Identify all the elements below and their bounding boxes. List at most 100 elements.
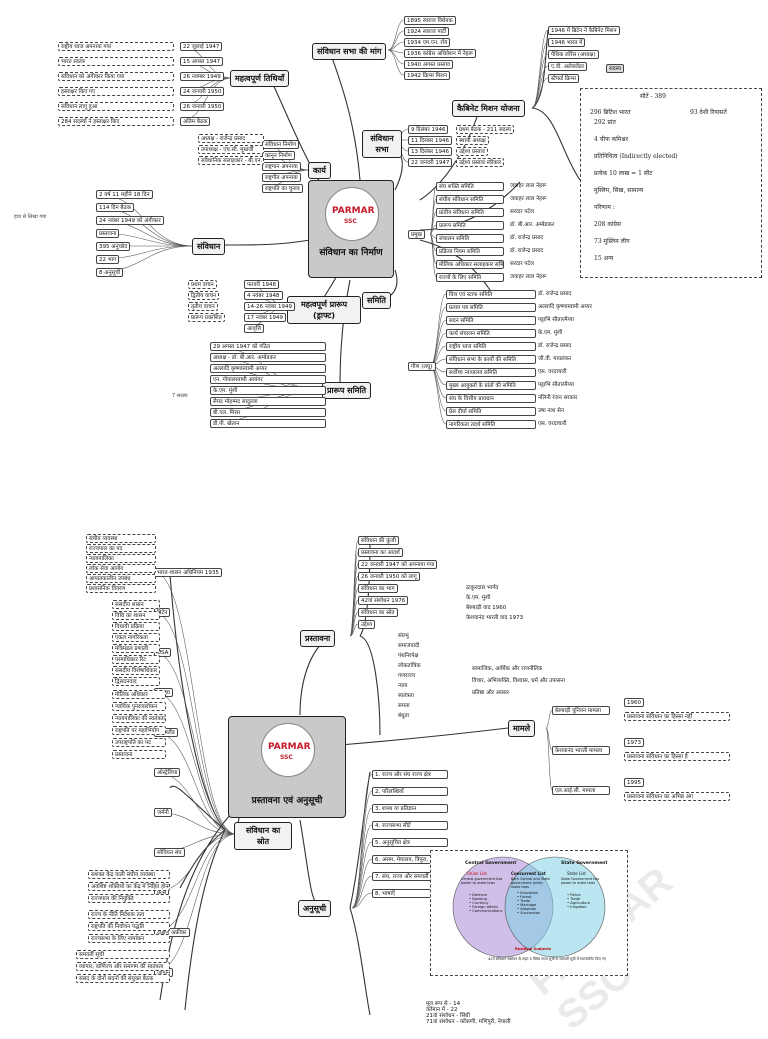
connector-line <box>387 49 405 76</box>
connector-line <box>349 539 359 637</box>
preamble-keyword: स्वतंत्रता <box>398 692 414 699</box>
date-note: 284 सदस्यों ने हस्ताक्षर किए <box>58 117 174 127</box>
venn-item: • Irrigation <box>567 905 587 909</box>
connector-line <box>545 727 553 751</box>
venn-item: • Agriculture <box>567 901 591 905</box>
committee-minor-chair: के.एम. मुंशी <box>538 329 563 336</box>
committee-major-item: संचालन समिति <box>436 234 504 244</box>
connector-line <box>429 365 447 412</box>
notes-line: परिणाम : <box>594 204 615 211</box>
constitution-item: 24 नवंबर 1949 को अंगीकार <box>96 216 164 226</box>
branch-constitution: संविधान <box>192 238 226 255</box>
source-item: संसद के दोनों सदनों की संयुक्त बैठक <box>76 974 170 984</box>
committee-major-chair: सरदार पटेल <box>510 260 534 267</box>
source-item: समवर्ती सूची <box>76 950 170 960</box>
center-node-2: PARMAR SSC प्रस्तावना एवं अनुसूची <box>228 716 346 818</box>
draft-item: 4 नवंबर 1948 <box>244 291 283 301</box>
committee-major-chair: जवाहर लाल नेहरू <box>510 273 547 280</box>
preamble-keyword: पंथनिरपेक्ष <box>398 652 419 659</box>
connector-line <box>351 790 373 909</box>
notes-line: 15 अन्य <box>594 255 614 262</box>
committee-major: प्रमुख <box>408 230 425 240</box>
connector-line <box>351 841 373 909</box>
venn-item: • Foreign affairs <box>469 905 498 909</box>
venn-caption: 42वें संविधान संशोधन के तहत 5 विषय राज्य… <box>488 957 606 961</box>
notes-box <box>580 88 762 278</box>
connector-line <box>531 65 549 109</box>
source-item: मंत्रिमंडल प्रणाली <box>112 644 160 654</box>
committee-major-item: संघ शक्ति समिति <box>436 182 504 192</box>
committee-major-item: राज्यों के लिए समिति <box>436 273 504 283</box>
source-item: विधि का शासन <box>112 611 160 621</box>
connector-line <box>429 198 437 235</box>
logo-sub: SSC <box>344 218 357 225</box>
draft-note: प्रथम वाचन <box>188 280 217 290</box>
drafting-item: एन. गोपालस्वामी आयंगर <box>210 375 326 385</box>
source-country: ऑस्ट्रेलिया <box>154 768 181 778</box>
constitution-item: 2 वर्ष 11 महीने 18 दिन <box>96 190 153 200</box>
venn-item: • Police <box>567 893 581 897</box>
notes-line: 296 ब्रिटिश भारत <box>590 109 631 116</box>
connector-line <box>349 611 359 637</box>
connector-line <box>429 224 437 235</box>
connector-line <box>545 709 553 729</box>
venn-diagram <box>452 856 606 958</box>
cabinet-item: 1946 में ब्रिटेन ने कैबिनेट मिशन <box>548 26 620 36</box>
committee-minor-chair: एस. वरदाचारी <box>538 368 567 375</box>
committee-major-item: संघीय संविधान समिति <box>436 195 504 205</box>
constitution-item: 395 अनुच्छेद <box>96 242 131 252</box>
source-item: राष्ट्रपति पर महाभियोग <box>112 726 166 736</box>
source-item: राज्यपाल की नियुक्ति <box>88 894 170 904</box>
committee-minor-item: मुख्य आयुक्तों के प्रांतों की समिति <box>446 381 536 391</box>
branch-assembly: संविधान सभा <box>362 130 402 158</box>
source-item: अवशिष्ट शक्तियों का केंद्र में निहित होन… <box>88 882 170 892</box>
committee-minor-item: कार्य संचालन समिति <box>446 329 536 339</box>
draft-item: आवृत्ति <box>244 324 264 334</box>
date-item: 24 जनवरी 1950 <box>180 87 225 97</box>
preamble-item: 22 जनवरी 1947 को अपनाया गया <box>358 560 438 570</box>
date-item: 22 जुलाई 1947 <box>180 42 223 52</box>
connector-line <box>95 206 195 247</box>
committee-minor-chair: जी.वी. मावलंकर <box>538 355 572 362</box>
preamble-keyword: बंधुता <box>398 712 410 719</box>
cabinet-item: पैथिक लॉरेंस (अध्यक्ष) <box>548 50 599 60</box>
case-year: 1973 <box>624 738 644 748</box>
branch-committees: समिति <box>362 292 391 309</box>
connector-line <box>153 691 237 835</box>
committee-minor-item: नागरिकता तदर्थ समिति <box>446 420 536 430</box>
demand-item: 1924 स्वराज पार्टी <box>404 27 450 37</box>
notes-title: सीटें - 389 <box>640 93 666 100</box>
source-item: राष्ट्रपति की निर्वाचन पद्धति <box>88 922 170 932</box>
case-year: 1995 <box>624 778 644 788</box>
notes-line: 4 चीफ कमिश्नर <box>594 136 629 143</box>
connector-line <box>153 611 237 835</box>
committee-minor-item: सर्वोच्च न्यायालय समिति <box>446 368 536 378</box>
branch-works: कार्य <box>308 162 331 179</box>
committee-minor-chair: एस. वरदाचारी <box>538 420 567 427</box>
venn-item: • Succession <box>517 911 541 915</box>
committee-minor-chair: उषा नाथ सेन <box>538 407 564 414</box>
connector-line <box>531 41 549 109</box>
preamble-keyword: संप्रभु <box>398 632 409 639</box>
committee-minor-chair: पट्टाभि सीतारमैय्या <box>538 316 574 323</box>
preamble-item: संविधान का भाग <box>358 584 398 594</box>
committee-major-chair: डॉ. राजेन्द्र प्रसाद <box>510 247 544 254</box>
date-note: संविधान लागू हुआ <box>58 102 174 112</box>
work-item: संविधान निर्माण <box>262 140 299 150</box>
committee-minor-item: प्रेस दीर्घा समिति <box>446 407 536 417</box>
committee-minor-item: सदन समिति <box>446 316 536 326</box>
work-item: राष्ट्रगीत अपनाया <box>262 173 301 183</box>
date-item: 26 नवम्बर 1949 <box>180 72 224 82</box>
preamble-keyword: समाजवादी <box>398 642 420 649</box>
connector-line <box>351 858 373 909</box>
schedule-lang-note: 71वां संशोधन - कोंकणी, मणिपुरी, नेपाली <box>426 1018 511 1025</box>
source-item: राज्य के नीति निदेशक तत्व <box>88 910 170 920</box>
committee-major-chair: जवाहर लाल नेहरू <box>510 182 547 189</box>
assembly-item: 11 दिसंबर 1946 <box>408 136 452 146</box>
preamble-keyword: लोकतांत्रिक <box>398 662 421 669</box>
notes-line: प्रत्येक 10 लाख = 1 सीट <box>594 170 653 177</box>
venn-box: Central Government State Government Unio… <box>430 850 628 976</box>
assembly-note: उद्देश्य प्रस्ताव स्वीकार <box>456 158 505 168</box>
preamble-keyword-note: प्रतिष्ठा और अवसर <box>472 689 509 696</box>
work-note: अध्यक्ष - राजेन्द्र प्रसाद <box>198 134 264 144</box>
